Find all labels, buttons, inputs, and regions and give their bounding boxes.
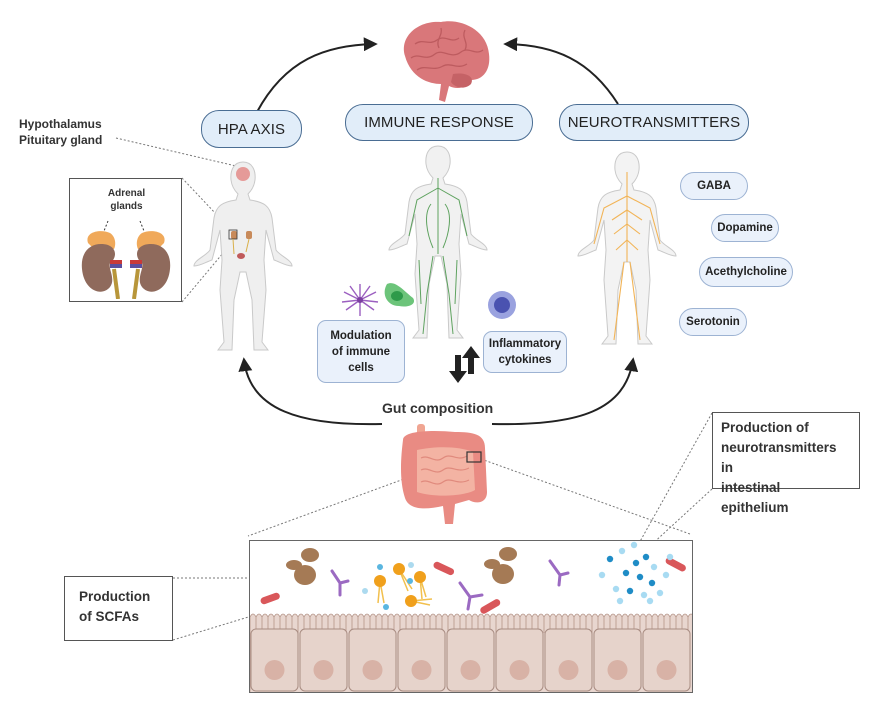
- lymphocyte-icon: [488, 291, 516, 319]
- neurotransmitter-particle: [666, 553, 674, 561]
- modulation-immune-cells-box: Modulation of immune cells: [317, 320, 405, 383]
- zoom-region-marker: [466, 451, 482, 463]
- cell-nucleus: [656, 660, 677, 680]
- macrophage-icon: [384, 283, 415, 307]
- arrow-neuro-to-brain: [503, 37, 619, 105]
- cell-nucleus: [411, 660, 432, 680]
- neurotransmitter-particle: [616, 597, 624, 605]
- immune-body-figure: [388, 145, 488, 339]
- pathway-label: NEUROTRANSMITTERS: [567, 114, 741, 131]
- cell-nucleus: [558, 660, 579, 680]
- leader-inset-top: [181, 177, 235, 234]
- bacteria-rod-icon: [260, 557, 686, 614]
- kidney-icon: [231, 231, 237, 239]
- neurotransmitter-particle: [646, 597, 654, 605]
- scfa-production-callout: Production of SCFAs: [64, 576, 173, 641]
- cell-nucleus: [264, 660, 285, 680]
- neurotransmitter-particle: [618, 547, 626, 555]
- lymphatic-system: [408, 178, 468, 335]
- nervous-system: [593, 172, 661, 341]
- up-arrow-icon: [462, 346, 480, 374]
- arrow-hpa-to-brain: [256, 37, 378, 113]
- neurotransmitter-particle: [640, 591, 648, 599]
- neurotransmitter-particle: [662, 571, 670, 579]
- cytokine-arrows: [449, 346, 480, 383]
- cell-nucleus: [607, 660, 628, 680]
- scfa-molecule-icon: [362, 562, 433, 610]
- epithelium-illustration: [250, 541, 692, 692]
- leader-inset-bottom: [181, 239, 235, 303]
- brain-icon: [403, 21, 490, 103]
- neurotransmitter-tag-dopamine: Dopamine: [711, 214, 779, 242]
- neurotransmitter-particle: [636, 573, 644, 581]
- neurotransmitter-particle: [612, 585, 620, 593]
- neurotransmitter-production-callout: Production of neurotransmitters in intes…: [712, 412, 860, 515]
- epithelial-cells: [250, 628, 691, 692]
- neurotransmitter-particle: [622, 569, 630, 577]
- neurotransmitter-particle: [626, 587, 634, 595]
- brain-icon: [236, 167, 250, 181]
- neurotransmitter-particle: [632, 559, 640, 567]
- neurotransmitter-particle: [630, 541, 638, 549]
- neurotransmitter-tag-gaba: GABA: [680, 172, 748, 200]
- inflammatory-cytokines-box: Inflammatory cytokines: [483, 331, 567, 373]
- dendritic-cell-icon: [341, 284, 379, 316]
- bacteria-cluster-icon: [286, 547, 517, 585]
- arrow-gut-to-neuro: [491, 357, 639, 426]
- gut-composition-title: Gut composition: [382, 400, 494, 416]
- pathway-pill-immune: IMMUNE RESPONSE: [345, 104, 533, 141]
- pathway-label: HPA AXIS: [217, 120, 286, 138]
- kidneys-icon: [81, 220, 171, 299]
- intestinal-epithelium-panel: [249, 540, 693, 693]
- pathway-pill-neurotransmitters: NEUROTRANSMITTERS: [559, 104, 749, 141]
- intestine-icon: [401, 424, 487, 524]
- neurotransmitter-particle: [650, 563, 658, 571]
- leader-gut-left: [247, 455, 468, 537]
- cell-nucleus: [313, 660, 334, 680]
- hypothalamus-label: Hypothalamus Pituitary gland: [19, 117, 103, 147]
- neurotransmitter-particles: [598, 541, 674, 605]
- neurotransmitter-particle: [642, 553, 650, 561]
- neurotransmitter-particle: [606, 555, 614, 563]
- neurotransmitter-tag-acetylcholine: Acethylcholine: [699, 257, 793, 287]
- neuro-body-figure: [577, 151, 677, 345]
- pathway-pill-hpa: HPA AXIS: [201, 110, 302, 148]
- hpa-body-figure: [193, 161, 293, 351]
- arrow-gut-to-hpa: [238, 357, 383, 426]
- cell-nucleus: [460, 660, 481, 680]
- adrenal-glands-label: Adrenal glands: [107, 188, 146, 212]
- neurotransmitter-particle: [656, 589, 664, 597]
- antibody-icon: [330, 559, 570, 611]
- leader-hypothalamus: [115, 137, 237, 167]
- pathway-label: IMMUNE RESPONSE: [364, 114, 514, 131]
- neurotransmitter-tag-serotonin: Serotonin: [679, 308, 747, 336]
- neurotransmitter-particle: [598, 571, 606, 579]
- down-arrow-icon: [449, 355, 467, 383]
- neurotransmitter-particle: [648, 579, 656, 587]
- leader-gut-right: [480, 458, 691, 535]
- adrenal-inset: Adrenal glands: [69, 178, 182, 302]
- cell-nucleus: [362, 660, 383, 680]
- cell-nucleus: [509, 660, 530, 680]
